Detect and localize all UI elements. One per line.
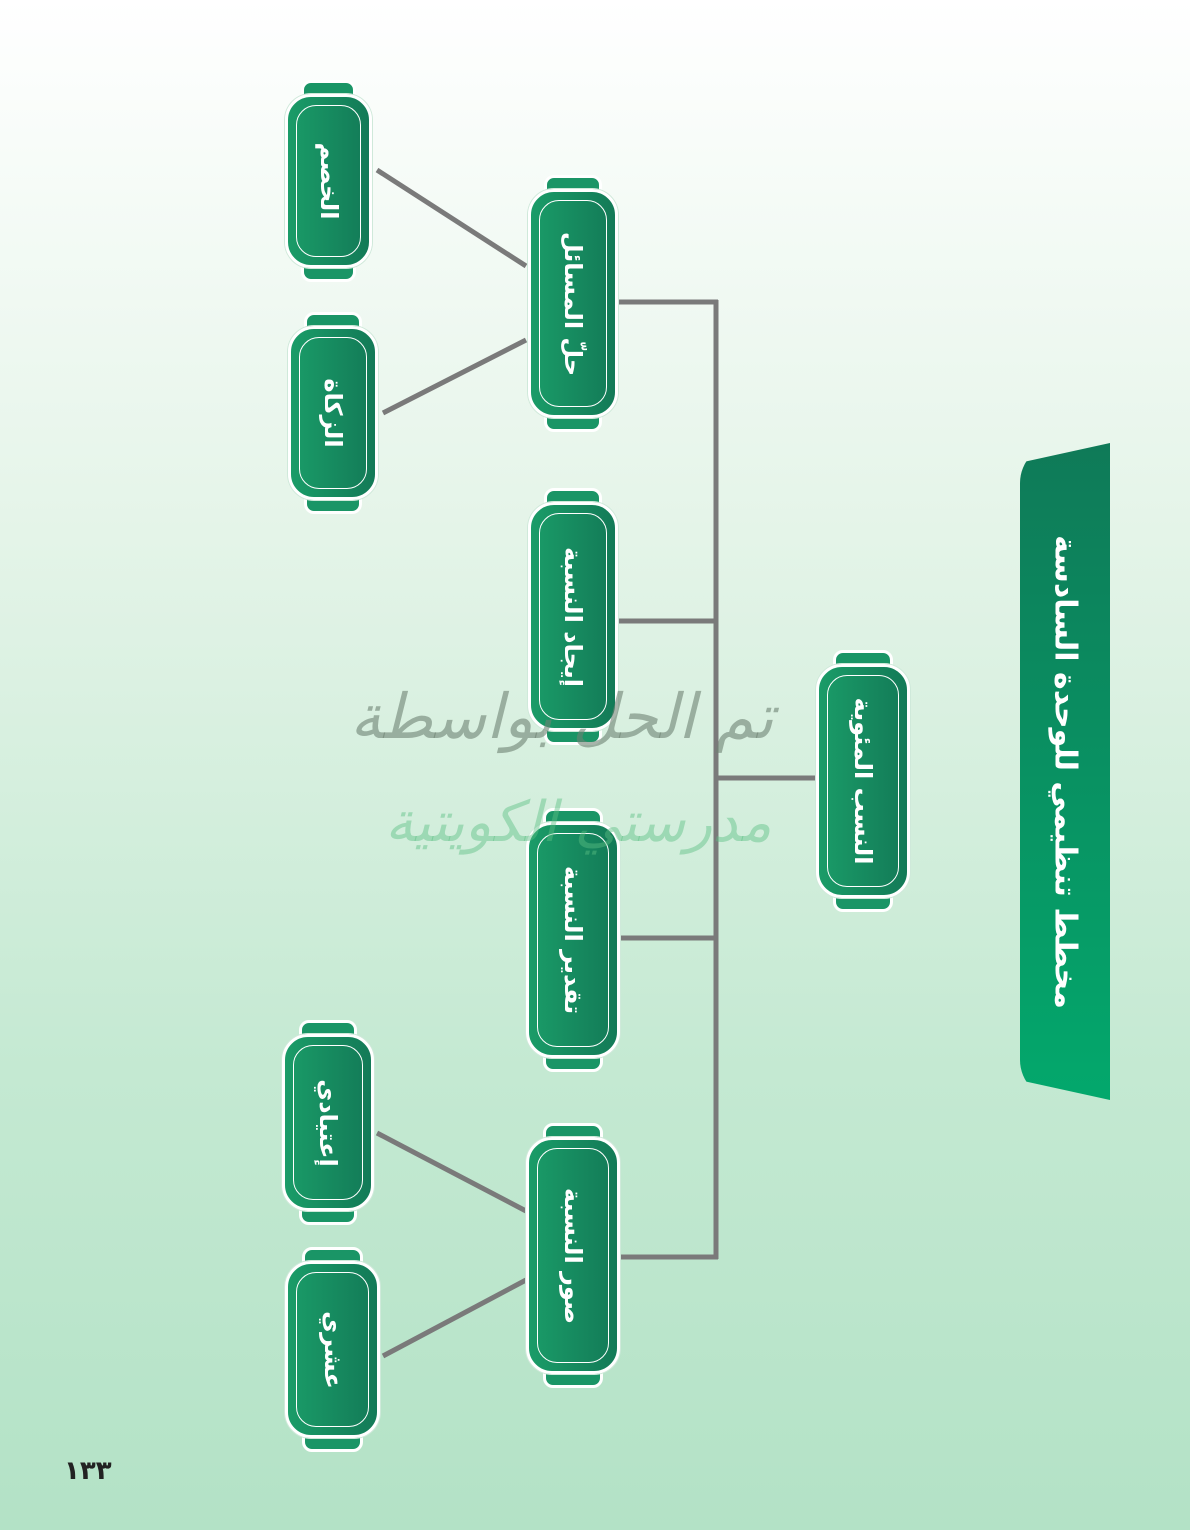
root-node: النسب المئوية (816, 650, 910, 912)
node-label: حلّ المسائل (559, 231, 587, 376)
leaf-connector (381, 337, 528, 416)
watermark-line-1: تم الحل بواسطة (350, 680, 774, 753)
leaf-connector (381, 1277, 528, 1359)
watermark-line-2: مدرستي الكويتية (385, 790, 772, 855)
node-label: عشري (318, 1310, 347, 1389)
node-solving-problems: حلّ المسائل (528, 175, 618, 432)
leaf-connector (375, 1130, 528, 1214)
node-zakat: الزكاة (288, 312, 378, 514)
node-label: الزكاة (319, 378, 347, 448)
node-fraction: إعتيادي (282, 1020, 374, 1225)
node-percent-forms: صور النسبة (526, 1123, 620, 1388)
node-decimal: عشري (285, 1247, 380, 1452)
node-label: النسب المئوية (849, 697, 877, 865)
node-label: صور النسبة (559, 1187, 587, 1324)
node-label: إيجاد النسبة (559, 546, 587, 687)
title-banner: مخطط تنظيمي للوحدة السادسة (1020, 443, 1110, 1100)
node-discount: الخصم (285, 80, 372, 282)
node-label: إعتيادي (314, 1078, 342, 1167)
node-finding-percent: إيجاد النسبة (528, 488, 618, 745)
leaf-connector (375, 167, 528, 269)
node-label: الخصم (314, 142, 343, 220)
node-estimating-percent: تقدير النسبة (526, 808, 620, 1072)
page-title: مخطط تنظيمي للوحدة السادسة (1047, 534, 1083, 1009)
page-number: ١٣٣ (64, 1456, 112, 1486)
node-label: تقدير النسبة (559, 865, 587, 1015)
